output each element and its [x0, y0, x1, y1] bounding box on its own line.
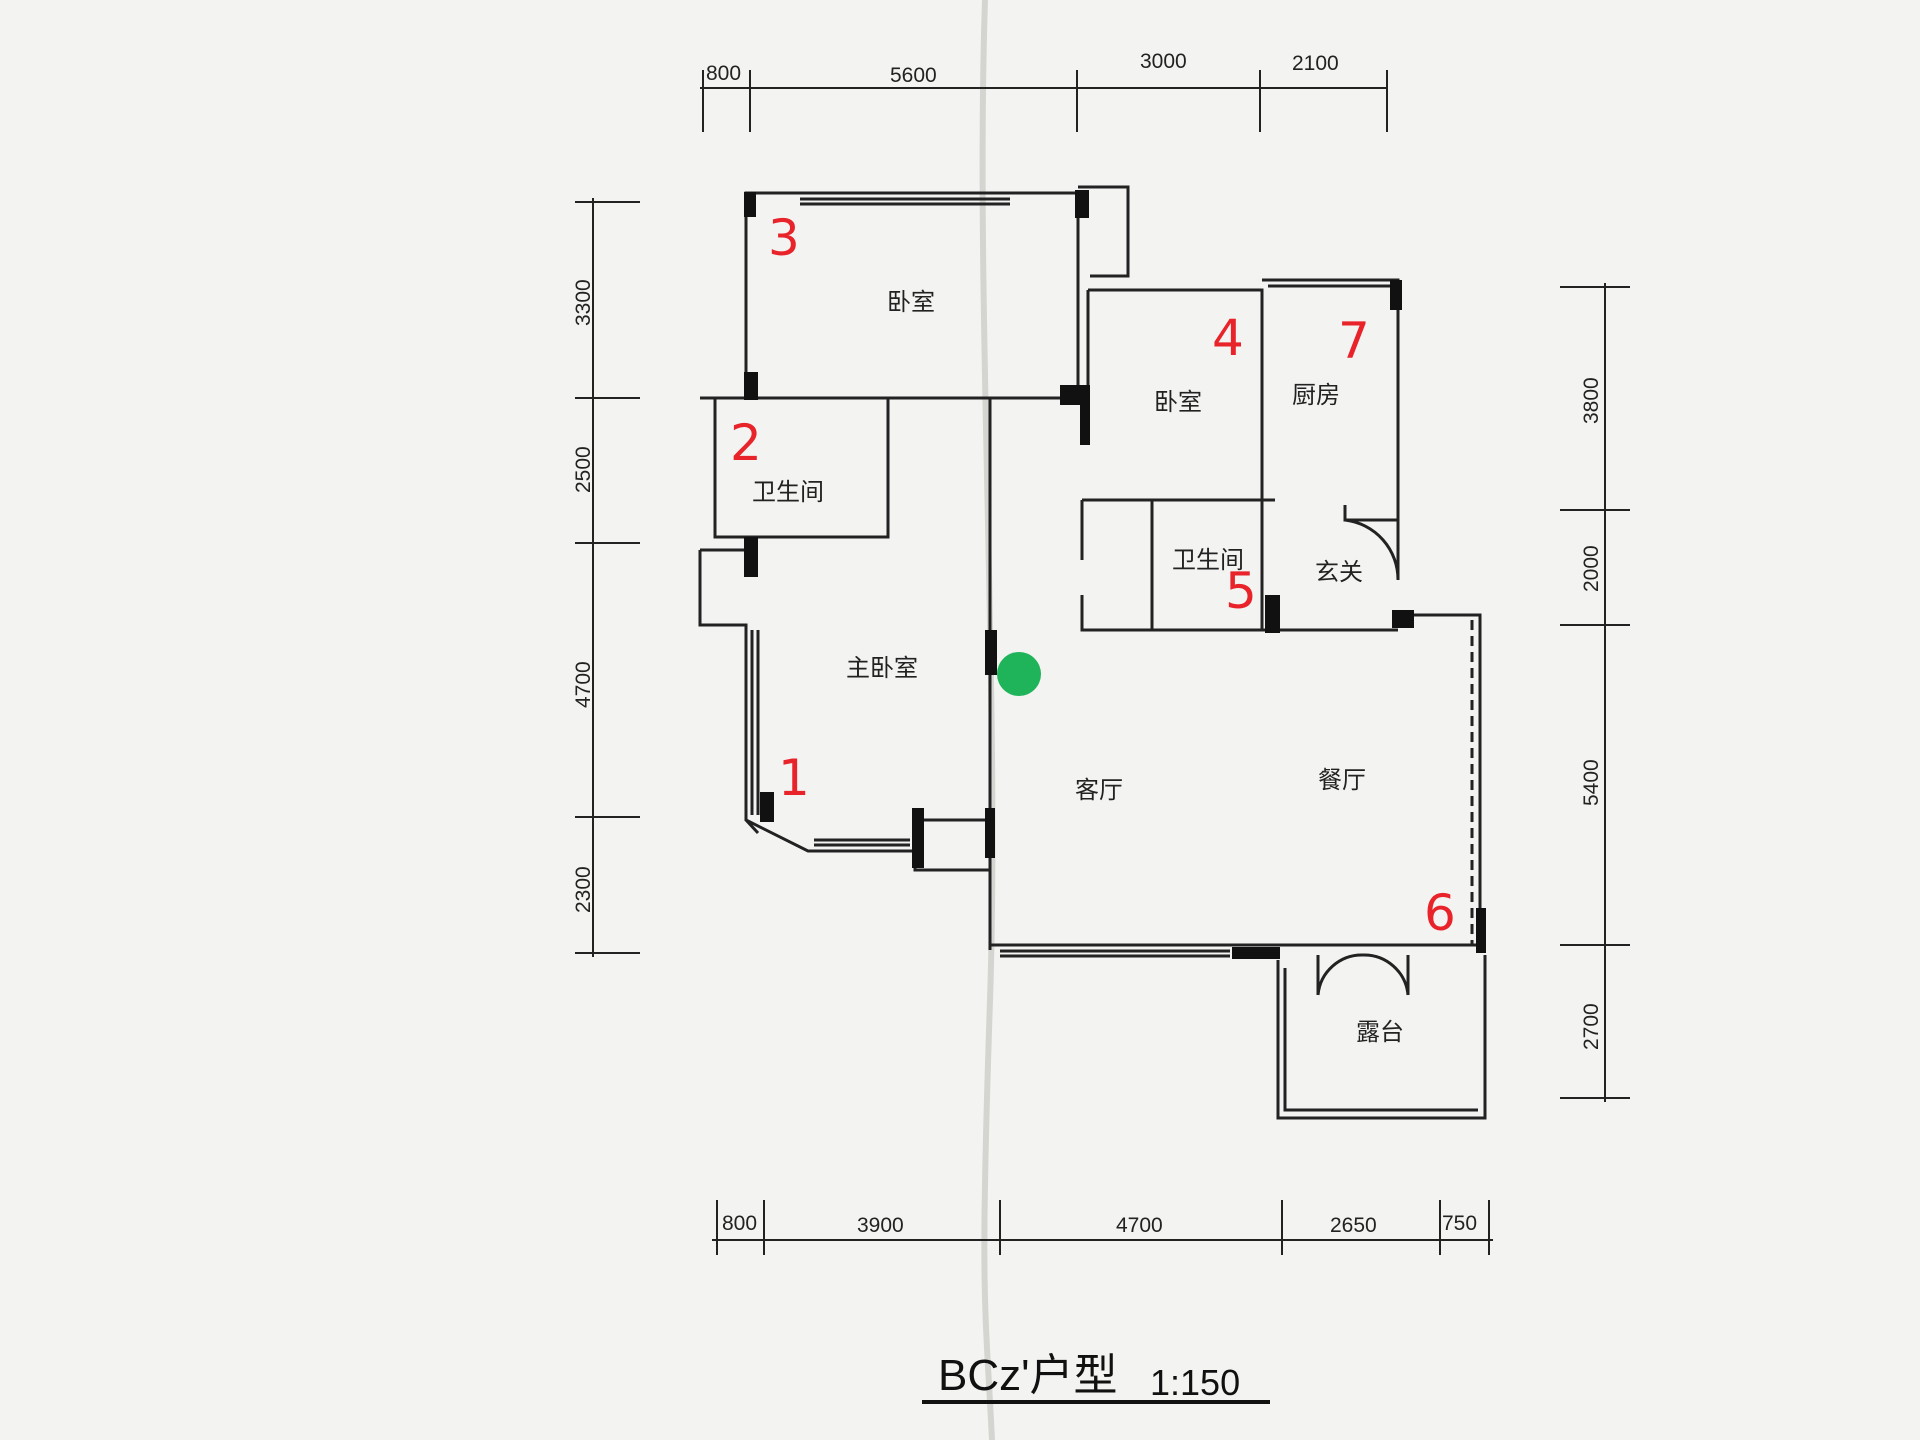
dimension-bottom	[712, 1200, 1493, 1255]
marker-4: 4	[1212, 309, 1244, 367]
room-bathroom-left: 卫生间	[752, 478, 824, 506]
wall-terrace	[1276, 955, 1487, 1120]
marker-2: 2	[730, 414, 762, 472]
block-3	[1075, 190, 1089, 218]
dim-bottom-3: 4700	[1116, 1214, 1163, 1237]
block-15	[744, 537, 758, 577]
block-13	[1232, 947, 1280, 959]
room-kitchen: 厨房	[1292, 381, 1340, 409]
dim-top-1: 800	[706, 62, 741, 85]
marker-6: 6	[1424, 884, 1456, 942]
marker-7: 7	[1338, 312, 1370, 370]
block-10	[760, 792, 774, 822]
wall-mid-bathroom	[1080, 498, 1275, 632]
dim-top-2: 5600	[890, 64, 937, 87]
room-bedroom-mid: 卧室	[1154, 388, 1202, 416]
door-entrance	[1344, 518, 1400, 581]
walls	[698, 185, 1487, 1120]
wall-blocks	[744, 190, 1486, 959]
dimension-left	[575, 198, 640, 957]
block-11	[912, 808, 924, 868]
dim-left-1: 3300	[572, 279, 595, 326]
marker-1: 1	[778, 749, 810, 807]
paper-fold	[979, 0, 996, 1440]
room-bathroom-mid: 卫生间	[1172, 546, 1244, 574]
block-2	[744, 372, 758, 400]
room-living: 客厅	[1075, 776, 1123, 804]
dim-bottom-1: 800	[722, 1212, 757, 1235]
wall-left-bump	[700, 396, 717, 537]
dim-right-3: 5400	[1580, 759, 1603, 806]
room-dining: 餐厅	[1318, 766, 1366, 794]
room-master-bedroom: 主卧室	[846, 654, 918, 682]
dim-left-2: 2500	[572, 446, 595, 493]
wall-master-bottom-window	[814, 838, 910, 847]
block-9	[985, 630, 997, 675]
wall-top-bedroom-window	[800, 197, 1010, 206]
dim-bottom-2: 3900	[857, 1214, 904, 1237]
block-6	[1390, 280, 1402, 310]
block-7	[1265, 595, 1280, 633]
dim-right-4: 2700	[1580, 1003, 1603, 1050]
door-terrace	[1316, 953, 1410, 996]
block-12	[985, 808, 995, 858]
location-dot	[997, 652, 1041, 696]
dim-left-4: 2300	[572, 866, 595, 913]
block-1	[744, 192, 756, 217]
wall-balcony-stub	[1078, 185, 1130, 278]
wall-living-window	[1000, 949, 1230, 958]
dimension-top	[700, 70, 1388, 132]
block-5	[1080, 385, 1090, 445]
plan-title: BCz'户型	[938, 1351, 1118, 1400]
room-terrace: 露台	[1356, 1018, 1404, 1046]
block-4	[1060, 385, 1080, 405]
wall-master-bedroom	[698, 398, 990, 853]
wall-closet	[913, 818, 992, 872]
dim-right-2: 2000	[1580, 545, 1603, 592]
dim-right-1: 3800	[1580, 377, 1603, 424]
dim-left-3: 4700	[572, 661, 595, 708]
dimension-right	[1560, 283, 1630, 1102]
plan-scale: 1:150	[1150, 1362, 1240, 1403]
room-entrance: 玄关	[1315, 558, 1363, 586]
block-14	[1476, 908, 1486, 953]
marker-3: 3	[768, 209, 800, 267]
dim-top-4: 2100	[1292, 52, 1339, 75]
wall-master-window	[750, 630, 760, 815]
marker-5: 5	[1225, 562, 1257, 620]
room-bedroom-top: 卧室	[887, 288, 935, 316]
dim-bottom-5: 750	[1442, 1212, 1477, 1235]
dim-top-3: 3000	[1140, 50, 1187, 73]
wall-living-dining	[990, 613, 1482, 947]
block-8	[1392, 610, 1414, 628]
dim-bottom-4: 2650	[1330, 1214, 1377, 1237]
